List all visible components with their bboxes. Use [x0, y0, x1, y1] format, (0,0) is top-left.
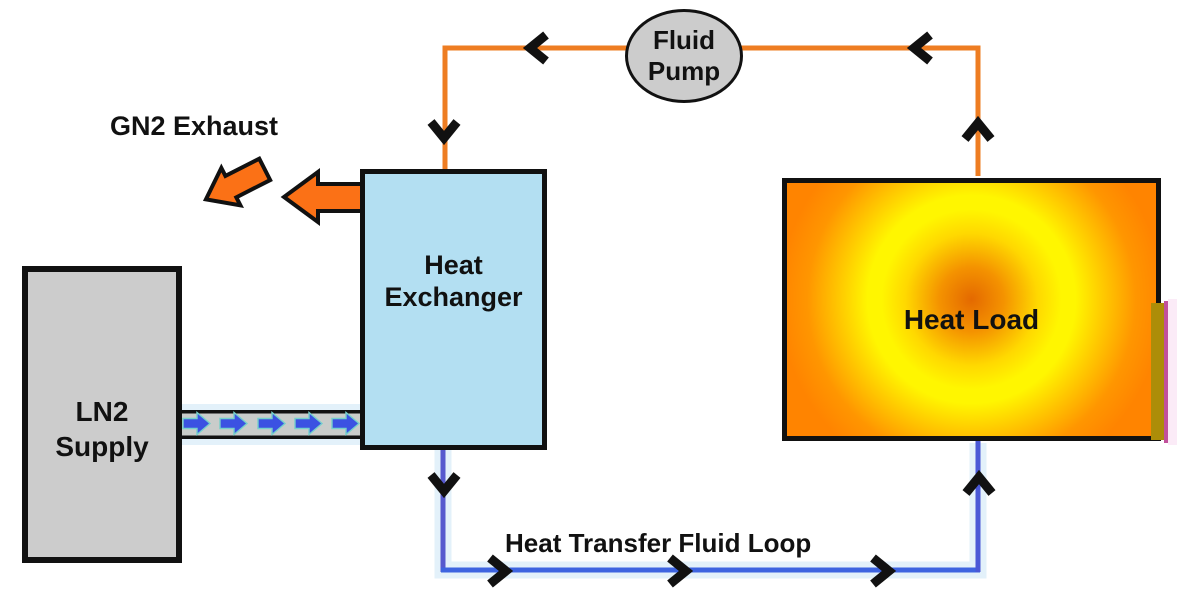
heat-load-edge-artifact-olive [1151, 303, 1164, 440]
heat-load-box: Heat Load [782, 178, 1161, 441]
heat-exchanger-label-line1: Heat [424, 250, 483, 280]
gn2-exhaust-arrows [202, 155, 366, 226]
ln2-pipe-border-bottom [180, 435, 364, 439]
fluid-pump-label-line1: Fluid [652, 25, 716, 55]
hot-flow-chevron-down-icon [427, 119, 461, 146]
fluid-pump-label: Fluid Pump [648, 25, 720, 87]
exhaust-arrow-left-icon [280, 168, 366, 226]
ln2-supply-label: LN2 Supply [55, 394, 148, 464]
flow-chevrons [427, 31, 996, 588]
ln2-flow-arrow-icon [331, 410, 361, 437]
cold-flow-chevron-right-icon [667, 554, 694, 588]
ln2-flow-arrows [182, 410, 361, 437]
cold-flow-chevron-right-icon [870, 554, 897, 588]
heat-exchanger-label: Heat Exchanger [384, 174, 522, 313]
ln2-supply-label-line2: Supply [55, 430, 149, 462]
fluid-pump-label-line2: Pump [647, 56, 721, 86]
heat-load-edge-artifact-magenta [1164, 301, 1168, 443]
heat-exchanger-label-line2: Exchanger [384, 282, 523, 312]
ln2-flow-arrow-icon [294, 410, 324, 437]
hot-flow-chevron-left-icon [522, 31, 549, 65]
ln2-flow-arrow-icon [257, 410, 287, 437]
cold-flow-chevron-up-icon [962, 469, 996, 496]
exhaust-arrow-upleft-icon [202, 155, 273, 208]
heat-exchanger-box: Heat Exchanger [360, 169, 547, 450]
ln2-supply-label-line1: LN2 [75, 395, 129, 427]
gn2-exhaust-label: GN2 Exhaust [110, 111, 279, 141]
heat-load-label: Heat Load [903, 303, 1040, 335]
hot-flow-chevron-up-icon [961, 115, 995, 142]
fluid-loop-label: Heat Transfer Fluid Loop [505, 528, 812, 558]
ln2-flow-arrow-icon [219, 410, 249, 437]
fluid-pump-circle: Fluid Pump [625, 9, 743, 103]
cold-flow-chevron-right-icon [487, 554, 514, 588]
cold-flow-chevron-down-icon [427, 472, 461, 499]
hot-flow-chevron-left-icon [906, 31, 933, 65]
heat-load-edge-artifact-pink [1168, 299, 1177, 445]
ln2-flow-arrow-icon [182, 410, 212, 437]
ln2-supply-box: LN2 Supply [22, 266, 182, 563]
